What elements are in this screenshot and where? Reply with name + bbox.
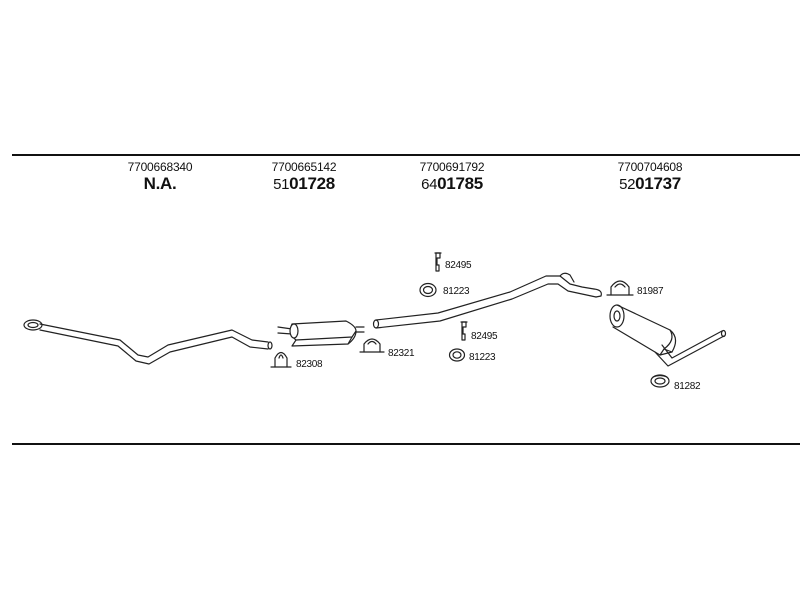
catalog-code: N.A. bbox=[143, 174, 177, 193]
label-ring-81223-top: 81223 bbox=[443, 286, 470, 297]
catalog-code-prefix: 64 bbox=[421, 176, 438, 193]
bolt-82495-mid bbox=[460, 321, 468, 341]
top-divider-line bbox=[12, 154, 800, 156]
column-rear-silencer: 7700704608 5201737 bbox=[590, 160, 710, 195]
clamp-81987 bbox=[606, 280, 634, 296]
part-number: 7700665142 bbox=[271, 160, 337, 174]
part-number: 7700704608 bbox=[617, 160, 683, 174]
label-clamp-82308: 82308 bbox=[296, 359, 323, 370]
catalog-code: 6401785 bbox=[392, 174, 512, 195]
ring-81223-top bbox=[419, 282, 437, 298]
center-silencer bbox=[277, 320, 365, 347]
label-bolt-82495-mid: 82495 bbox=[471, 331, 498, 342]
rear-silencer bbox=[609, 304, 727, 367]
catalog-code-main: 01785 bbox=[437, 174, 483, 193]
clamp-82321 bbox=[359, 338, 385, 353]
part-number: 7700668340 bbox=[127, 160, 193, 174]
column-center-silencer: 7700665142 5101728 bbox=[244, 160, 364, 195]
intermediate-pipe bbox=[372, 272, 602, 329]
catalog-code-main: 01728 bbox=[289, 174, 335, 193]
ring-81223-mid bbox=[448, 348, 466, 362]
bottom-divider-line bbox=[12, 443, 800, 445]
part-number: 7700691792 bbox=[419, 160, 485, 174]
hanger-81282 bbox=[650, 374, 670, 388]
catalog-code: 5101728 bbox=[244, 174, 364, 195]
clamp-82308 bbox=[270, 351, 292, 368]
front-pipe bbox=[23, 319, 273, 365]
label-hanger-81282: 81282 bbox=[674, 381, 701, 392]
catalog-code-main: 01737 bbox=[635, 174, 681, 193]
column-front-pipe: 7700668340 N.A. bbox=[100, 160, 220, 194]
bolt-82495-top bbox=[434, 252, 442, 272]
catalog-code: 5201737 bbox=[590, 174, 710, 195]
catalog-code-prefix: 51 bbox=[273, 176, 290, 193]
label-clamp-81987: 81987 bbox=[637, 286, 664, 297]
label-bolt-82495-top: 82495 bbox=[445, 260, 472, 271]
column-intermediate-pipe: 7700691792 6401785 bbox=[392, 160, 512, 195]
label-ring-81223-mid: 81223 bbox=[469, 352, 496, 363]
catalog-code-prefix: 52 bbox=[619, 176, 636, 193]
label-clamp-82321: 82321 bbox=[388, 348, 415, 359]
